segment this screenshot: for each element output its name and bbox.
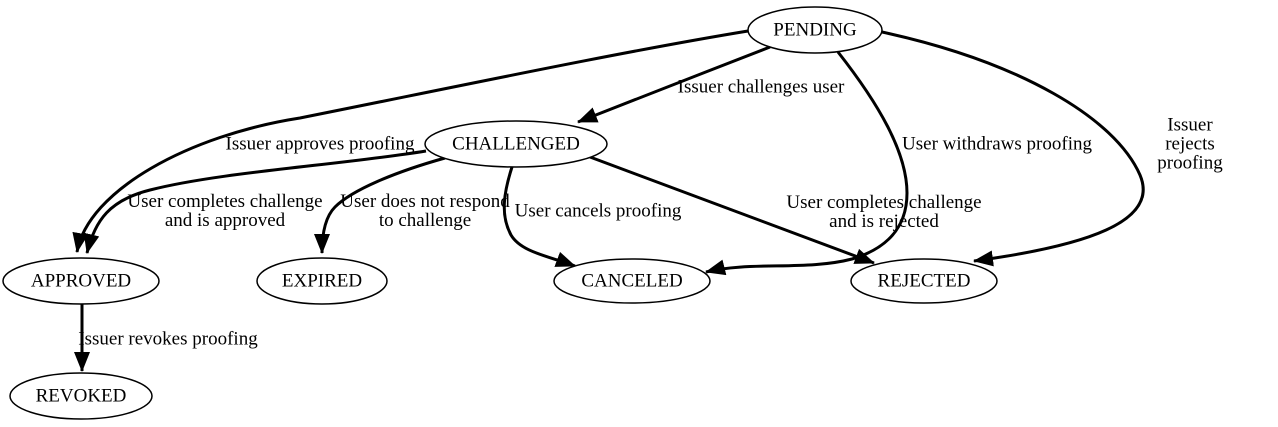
node-ellipse-expired bbox=[256, 257, 388, 305]
node-ellipse-revoked bbox=[9, 372, 153, 420]
edges bbox=[72, 29, 1145, 372]
node-label-expired: EXPIRED bbox=[281, 270, 363, 292]
node-label-rejected: REJECTED bbox=[877, 270, 971, 292]
edge-pending-challenged bbox=[577, 45, 771, 124]
edge-label-approved-revoked: Issuer revokes proofing bbox=[78, 328, 258, 350]
node-label-pending: PENDING bbox=[773, 19, 857, 41]
edge-label-challenged-rejected: User completes challenge and is rejected bbox=[786, 192, 982, 232]
node-ellipse-challenged bbox=[424, 120, 608, 168]
node-ellipse-rejected bbox=[850, 258, 998, 304]
edge-label-challenged-expired: User does not respond to challenge bbox=[340, 191, 510, 231]
node-ellipse-canceled bbox=[553, 258, 711, 304]
node-label-challenged: CHALLENGED bbox=[452, 133, 580, 155]
edge-challenged-rejected bbox=[589, 155, 875, 265]
node-ellipse-approved bbox=[2, 257, 160, 305]
node-label-approved: APPROVED bbox=[30, 270, 132, 292]
edge-label-pending-challenged: Issuer challenges user bbox=[677, 76, 845, 98]
edge-label-pending-rejected: Issuer rejects proofing bbox=[1157, 114, 1223, 174]
node-ellipse-pending bbox=[747, 6, 883, 54]
edge-challenged-canceled bbox=[502, 166, 576, 268]
node-label-revoked: REVOKED bbox=[35, 385, 127, 407]
edge-label-challenged-canceled: User cancels proofing bbox=[514, 200, 682, 222]
edge-label-pending-canceled: User withdraws proofing bbox=[902, 133, 1092, 155]
edge-label-challenged-approved: User completes challenge and is approved bbox=[127, 191, 323, 231]
nodes bbox=[2, 6, 998, 420]
edge-pending-approved bbox=[72, 29, 749, 253]
edge-label-pending-approved: Issuer approves proofing bbox=[225, 133, 415, 155]
edge-pending-rejected bbox=[881, 30, 1145, 267]
node-label-canceled: CANCELED bbox=[581, 270, 683, 292]
edge-challenged-approved bbox=[83, 149, 427, 254]
edge-pending-canceled bbox=[705, 51, 909, 276]
edge-challenged-expired bbox=[314, 156, 446, 254]
